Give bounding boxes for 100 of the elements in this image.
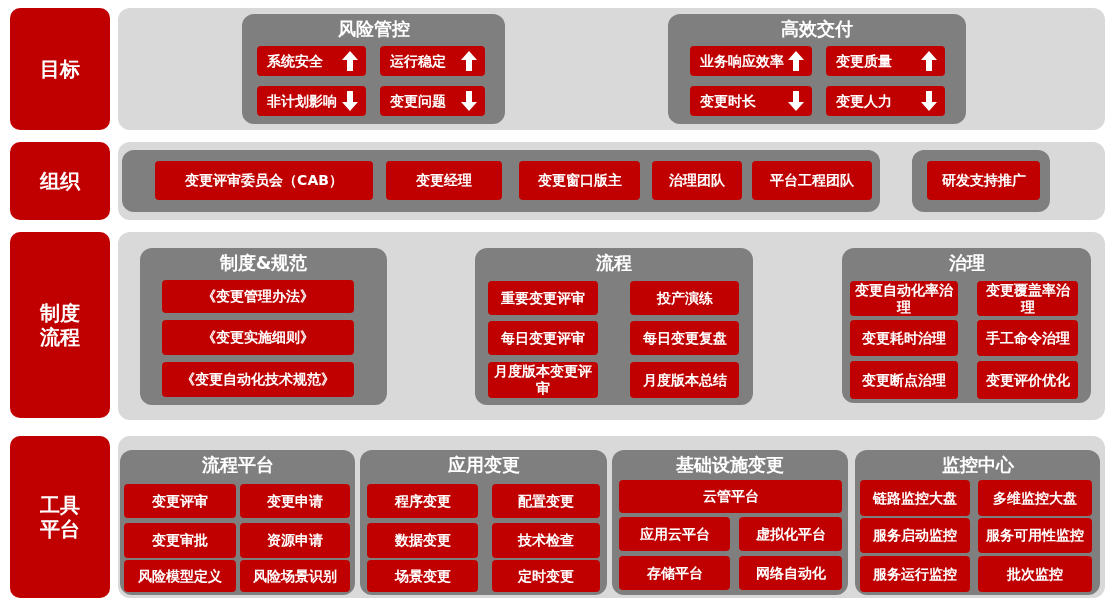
item-text: 系统安全 <box>267 52 323 70</box>
item-text: 应用云平台 <box>639 525 710 543</box>
item-box <box>240 560 350 592</box>
item-text: 变更评审 <box>152 492 208 510</box>
item-text: 每日变更评审 <box>501 329 585 347</box>
group-title: 流程平台 <box>200 453 275 477</box>
item-box <box>860 518 970 553</box>
row-title: 工具平台 <box>39 493 81 541</box>
group-title: 高效交付 <box>780 17 854 41</box>
item-box <box>367 484 478 518</box>
row-title: 制度流程 <box>39 301 81 349</box>
item-text: 业务响应效率 <box>700 52 784 70</box>
item-box <box>380 46 485 76</box>
item-text: 投产演练 <box>656 289 713 307</box>
item-box <box>978 518 1092 553</box>
item-text: 《变更自动化技术规范》 <box>181 371 335 388</box>
item-text: 服务运行监控 <box>873 565 957 583</box>
item-text: 每日变更复盘 <box>642 329 727 347</box>
item-box <box>978 556 1092 592</box>
group-panel <box>475 248 753 405</box>
item-text: 数据变更 <box>394 532 451 549</box>
group-title: 制度&规范 <box>218 251 309 275</box>
item-box <box>619 556 730 590</box>
item-box <box>240 523 350 558</box>
item-text: 变更自动化率治理 <box>854 281 954 316</box>
item-text: 变更覆盖率治理 <box>984 281 1071 316</box>
item-text: 变更审批 <box>152 532 208 549</box>
item-text: 变更断点治理 <box>862 371 946 389</box>
item-text: 变更评价优化 <box>985 371 1070 389</box>
group-title: 基础设施变更 <box>675 453 785 477</box>
item-box <box>927 161 1040 200</box>
band-background <box>118 8 1105 130</box>
item-box <box>850 361 958 399</box>
item-box <box>630 362 739 398</box>
item-text: 《变更管理办法》 <box>202 288 314 305</box>
item-box <box>124 484 236 518</box>
item-box <box>619 480 842 513</box>
item-text: 存储平台 <box>646 564 703 582</box>
item-box <box>860 480 970 516</box>
item-box <box>162 280 354 313</box>
item-text: 云管平台 <box>702 488 759 505</box>
item-box <box>367 560 478 592</box>
item-box <box>367 523 478 558</box>
item-text: 技术检查 <box>518 532 574 549</box>
group-panel <box>668 14 966 124</box>
group-panel <box>122 150 880 212</box>
group-title: 风险管控 <box>336 17 411 41</box>
item-box <box>630 321 739 355</box>
item-text: 运行稳定 <box>390 52 446 70</box>
group-title: 应用变更 <box>446 453 521 477</box>
item-text: 变更经理 <box>416 172 472 189</box>
item-text: 变更质量 <box>836 52 892 70</box>
group-panel <box>855 450 1100 595</box>
row-label <box>10 8 110 130</box>
item-box <box>380 86 485 116</box>
row-label <box>10 142 110 220</box>
item-text: 虚拟化平台 <box>755 525 826 543</box>
item-box <box>492 484 600 518</box>
item-box <box>690 46 812 76</box>
item-box <box>257 46 366 76</box>
item-text: 变更评审委员会（CAB） <box>185 172 343 189</box>
item-box <box>492 523 600 558</box>
item-box <box>488 321 598 355</box>
item-text: 风险场景识别 <box>253 567 337 585</box>
item-box <box>690 86 812 116</box>
item-text: 场景变更 <box>394 567 451 585</box>
item-box <box>978 480 1092 516</box>
item-box <box>492 560 600 592</box>
item-box <box>850 320 958 356</box>
item-box <box>162 362 354 397</box>
group-panel <box>612 450 848 595</box>
item-text: 变更时长 <box>700 92 756 110</box>
item-box <box>519 161 640 200</box>
item-box <box>386 161 502 200</box>
item-text: 非计划影响 <box>267 92 337 110</box>
item-text: 《变更实施细则》 <box>202 329 314 346</box>
band-background <box>118 436 1105 598</box>
group-panel <box>120 450 355 595</box>
item-box <box>652 161 742 200</box>
item-box <box>630 281 739 315</box>
row-label <box>10 232 110 418</box>
item-box <box>124 523 236 558</box>
item-text: 变更问题 <box>390 92 446 110</box>
item-box <box>619 517 730 551</box>
group-title: 流程 <box>595 251 633 275</box>
group-panel <box>842 248 1091 403</box>
item-text: 重要变更评审 <box>501 289 585 307</box>
group-panel <box>242 14 505 124</box>
item-text: 变更窗口版主 <box>537 172 622 189</box>
band-background <box>118 232 1105 420</box>
item-text: 变更人力 <box>836 92 892 110</box>
band-background <box>118 142 1105 220</box>
item-text: 研发支持推广 <box>941 172 1026 189</box>
item-text: 多维监控大盘 <box>993 489 1077 507</box>
item-box <box>488 281 598 315</box>
item-text: 服务启动监控 <box>873 527 957 544</box>
item-box <box>826 86 945 116</box>
item-text: 变更申请 <box>267 492 323 510</box>
row-title: 目标 <box>40 57 80 81</box>
item-box <box>752 161 872 200</box>
